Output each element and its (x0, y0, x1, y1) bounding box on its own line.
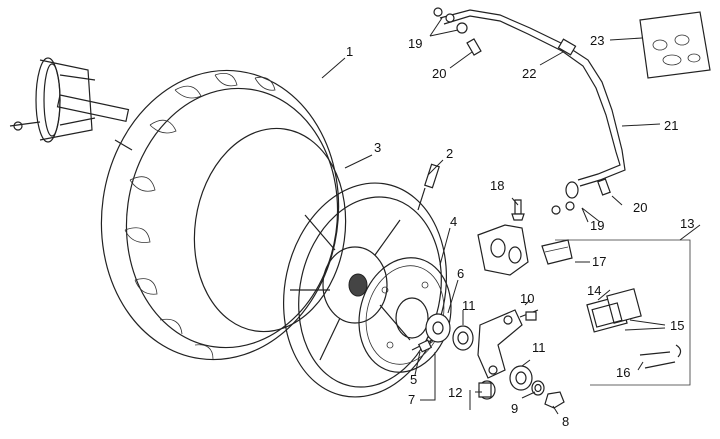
pad-pins (640, 345, 681, 368)
brake-hose (440, 10, 625, 198)
banjo-fittings-top (434, 8, 481, 55)
callout-2: 2 (446, 146, 453, 161)
spacer (426, 314, 450, 342)
washer (532, 381, 544, 395)
caliper-bracket (478, 310, 522, 378)
callout-1: 1 (346, 44, 353, 59)
pad-spring (542, 240, 572, 264)
callout-4: 4 (450, 214, 457, 229)
callout-11-lower: 11 (532, 340, 546, 355)
callout-7: 7 (408, 392, 415, 407)
callout-9: 9 (511, 401, 518, 416)
callout-17: 17 (592, 254, 606, 269)
bearing-upper (453, 326, 473, 350)
callout-3: 3 (374, 140, 381, 155)
callout-21: 21 (664, 118, 678, 133)
pad-kit-frame (555, 240, 690, 385)
callout-11-upper: 11 (462, 298, 476, 313)
leader-lines (322, 18, 700, 414)
callout-15: 15 (670, 318, 684, 333)
callout-5: 5 (410, 372, 417, 387)
tire (83, 55, 358, 375)
brake-caliper (478, 225, 528, 275)
callout-19-bottom: 19 (590, 218, 604, 233)
brake-pads (587, 289, 641, 332)
axle-nut (545, 392, 564, 408)
callout-23: 23 (590, 33, 604, 48)
callout-12: 12 (448, 385, 462, 400)
callout-6: 6 (457, 266, 464, 281)
callout-19-top: 19 (408, 36, 422, 51)
callout-10: 10 (520, 291, 534, 306)
axle-hub-assembly (10, 58, 132, 150)
bracket-bolt (520, 310, 538, 320)
callout-22: 22 (522, 66, 536, 81)
bleed-screw (512, 200, 524, 220)
disc-bolt (412, 340, 432, 352)
callout-13: 13 (680, 216, 694, 231)
callout-8: 8 (562, 414, 569, 429)
valve (418, 164, 439, 210)
rim (264, 168, 465, 413)
callout-16: 16 (616, 365, 630, 380)
seal-kit-bag (640, 12, 710, 78)
callout-20-bottom: 20 (633, 200, 647, 215)
callout-14: 14 (587, 283, 601, 298)
bearing-lower (510, 366, 532, 390)
callout-18: 18 (490, 178, 504, 193)
callout-20-top: 20 (432, 66, 446, 81)
banjo-fittings-bottom (552, 179, 610, 214)
bushing (479, 381, 495, 399)
